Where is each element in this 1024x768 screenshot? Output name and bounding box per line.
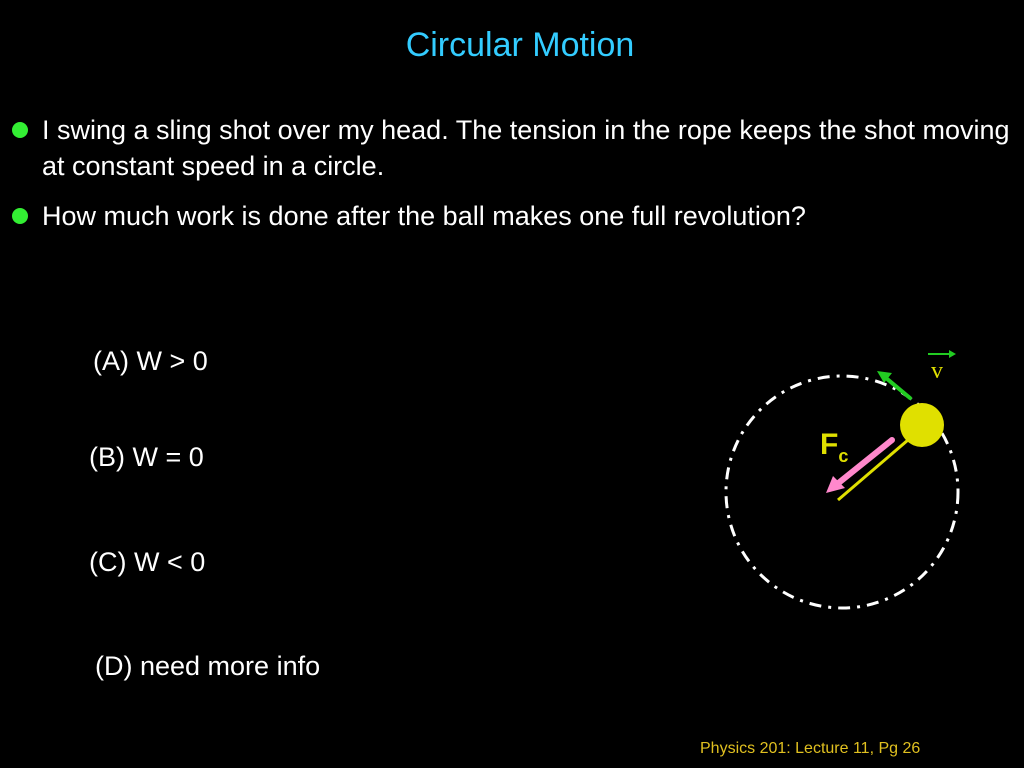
answer-option-b[interactable]: (B) W = 0: [89, 442, 204, 472]
circular-motion-diagram: [724, 350, 960, 610]
bullet-text: I swing a sling shot over my head. The t…: [42, 115, 1010, 181]
answer-option-c[interactable]: (C) W < 0: [89, 547, 206, 577]
answer-option-a[interactable]: (A) W > 0: [93, 346, 208, 376]
bullet-icon: [12, 208, 28, 224]
slide-title: Circular Motion: [405, 26, 635, 64]
bullet-list: I swing a sling shot over my head. The t…: [10, 112, 1015, 248]
bullet-text: How much work is done after the ball mak…: [42, 201, 806, 231]
circular-path: [724, 374, 960, 610]
bullet-item: I swing a sling shot over my head. The t…: [10, 112, 1015, 184]
bullet-item: How much work is done after the ball mak…: [10, 198, 1015, 234]
velocity-arrowhead: [877, 371, 892, 383]
force-arrow: [833, 437, 895, 488]
vector-bar-arrowhead: [949, 350, 956, 358]
force-arrowhead: [826, 476, 845, 493]
bullet-icon: [12, 122, 28, 138]
force-label: Fc: [820, 428, 848, 466]
ball: [900, 403, 944, 447]
force-symbol: F: [820, 428, 839, 461]
answer-option-d[interactable]: (D) need more info: [95, 651, 321, 681]
velocity-arrow: [884, 376, 912, 400]
velocity-label: v: [931, 358, 943, 384]
slide-footer: Physics 201: Lecture 11, Pg 26: [700, 740, 921, 757]
force-subscript: c: [838, 446, 849, 466]
